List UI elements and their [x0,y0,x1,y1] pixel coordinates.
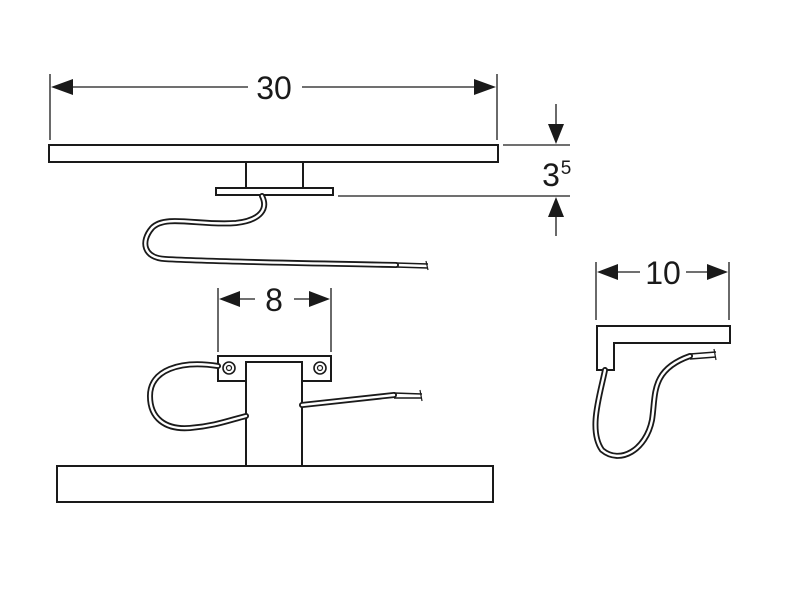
light-bar-front [56,465,494,503]
mount-stem [245,361,303,467]
mount-spacing-label: 8 [265,282,283,318]
depth-dimension: 3 5 [338,104,571,236]
depth-dimension-label: 3 [542,157,560,193]
depth-dimension-superscript: 5 [561,158,572,179]
mount-plate-top [215,187,334,196]
screw-left-icon [222,361,236,375]
cable-front [146,361,423,432]
side-width-dimension: 10 [595,255,730,320]
width-dimension-label: 30 [256,70,292,106]
screw-right-icon [313,361,327,375]
mount-block-top [245,161,304,189]
mount-spacing-dimension: 8 [217,282,332,352]
side-profile [596,325,731,371]
cable-top [142,193,429,271]
side-width-label: 10 [645,255,681,291]
light-bar-top [48,144,499,163]
cable-side [592,348,717,459]
side-view: 10 [592,255,731,459]
top-view: 30 3 5 [48,70,571,271]
width-dimension: 30 [49,70,498,140]
front-view: 8 [56,282,494,503]
